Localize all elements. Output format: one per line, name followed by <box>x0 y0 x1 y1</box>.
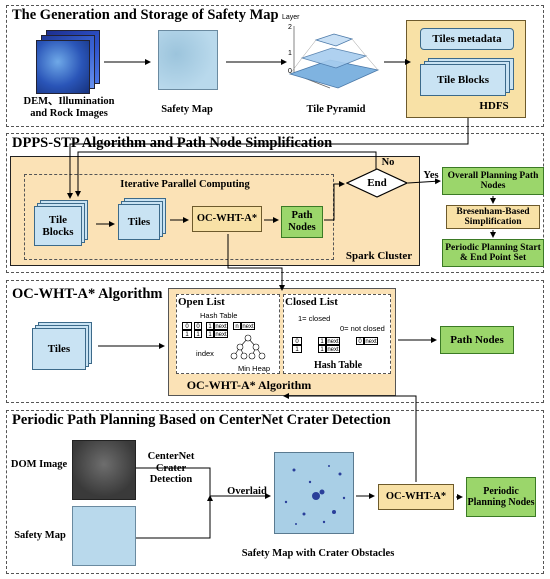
overlaid-label: Overlaid <box>227 486 267 497</box>
safety-map-image <box>158 30 218 90</box>
safety-map-craters-image <box>274 452 354 534</box>
spark-tile-blocks-label: Tile Blocks <box>34 206 82 246</box>
not-closed-flag-label: 0= not closed <box>340 324 385 333</box>
spark-path-nodes: Path Nodes <box>281 206 323 238</box>
section-dpps-title: DPPS-STP Algorithm and Path Node Simplif… <box>12 135 333 151</box>
centernet-label: CenterNet Crater Detection <box>147 451 195 486</box>
no-label: No <box>381 157 395 168</box>
spark-tile-blocks: Tile Blocks <box>34 200 90 246</box>
closed-node-b-next: next <box>364 337 378 345</box>
overall-nodes-box: Overall Planning Path Nodes <box>442 167 544 195</box>
closed-node-c: 1 <box>318 345 326 353</box>
tile-pyramid-label: Tile Pyramid <box>306 104 366 115</box>
periodic-set-box: Periodic Planning Start & End Point Set <box>442 239 544 267</box>
open-node-1: 1 <box>206 322 214 330</box>
safety-map-4-image <box>72 506 136 566</box>
open-hash-table-label: Hash Table <box>200 311 238 320</box>
open-hash-index-0: 0 <box>182 322 192 330</box>
pyramid-tick-1: 1 <box>288 50 292 57</box>
ocwht-tiles-label: Tiles <box>32 328 86 370</box>
safety-craters-label: Safety Map with Crater Obstacles <box>241 548 395 559</box>
closed-node-b: 0 <box>356 337 364 345</box>
spark-tiles: Tiles <box>118 198 168 242</box>
closed-node-a: 1 <box>318 337 326 345</box>
open-list-region <box>176 294 280 374</box>
open-node-1-next: next <box>214 322 228 330</box>
safety-map-4-label: Safety Map <box>14 530 66 541</box>
index-label: index <box>196 349 214 358</box>
safety-map-label: Safety Map <box>161 104 213 115</box>
spark-algorithm-box: OC-WHT-A* <box>192 206 262 232</box>
min-heap-label: Min Heap <box>238 364 271 373</box>
ocwht-path-nodes: Path Nodes <box>440 326 514 354</box>
open-hash-head-0: 0 <box>194 322 202 330</box>
dom-image-label: DOM Image <box>10 459 68 470</box>
bresenham-box: Bresenham-Based Simplification <box>446 205 540 229</box>
pyramid-tick-2: 2 <box>288 24 292 31</box>
spark-cluster-label: Spark Cluster <box>345 250 413 262</box>
spark-tiles-label: Tiles <box>118 204 160 240</box>
min-heap-tree <box>230 334 266 360</box>
yes-label: Yes <box>423 170 439 181</box>
hdfs-tile-blocks: Tile Blocks <box>420 58 514 98</box>
open-node-2-next: next <box>214 330 228 338</box>
closed-list-region <box>283 294 391 374</box>
closed-hash-table-label: Hash Table <box>314 360 363 371</box>
periodic-algorithm-box: OC-WHT-A* <box>378 484 454 510</box>
ocwht-tiles: Tiles <box>32 322 94 372</box>
section-storage-title: The Generation and Storage of Safety Map <box>12 7 279 23</box>
section-periodic-title: Periodic Path Planning Based on CenterNe… <box>12 412 391 428</box>
open-node-2: 1 <box>206 330 214 338</box>
periodic-nodes-box: Periodic Planning Nodes <box>466 477 536 517</box>
ocwht-caption: OC-WHT-A* Algorithm <box>186 378 312 392</box>
open-hash-head-1: 1 <box>194 330 202 338</box>
tiles-metadata-box: Tiles metadata <box>420 28 514 50</box>
closed-flag-label: 1= closed <box>298 314 331 323</box>
inputs-label: DEM、Illumination and Rock Images <box>23 96 115 119</box>
closed-list-label: Closed List <box>285 296 338 308</box>
open-list-label: Open List <box>178 296 225 308</box>
pyramid-axis-label: Layer <box>282 14 300 21</box>
dom-image <box>72 440 136 500</box>
end-label: End <box>367 177 387 189</box>
tile-pyramid <box>288 26 380 89</box>
hdfs-label: HDFS <box>479 100 509 112</box>
closed-hash-index-0: 0 <box>292 337 302 345</box>
section-periodic <box>6 410 544 574</box>
section-ocwht-title: OC-WHT-A* Algorithm <box>12 286 163 302</box>
tile-blocks-label: Tile Blocks <box>420 64 506 96</box>
closed-hash-index-1: 1 <box>292 345 302 353</box>
pyramid-tick-0: 0 <box>288 68 292 75</box>
open-node-n-next: next <box>241 322 255 330</box>
iterative-label: Iterative Parallel Computing <box>120 179 250 190</box>
open-hash-index-1: 1 <box>182 330 192 338</box>
closed-node-c-next: next <box>326 345 340 353</box>
input-images-stack <box>36 30 100 94</box>
open-node-n: n <box>233 322 241 330</box>
closed-node-a-next: next <box>326 337 340 345</box>
